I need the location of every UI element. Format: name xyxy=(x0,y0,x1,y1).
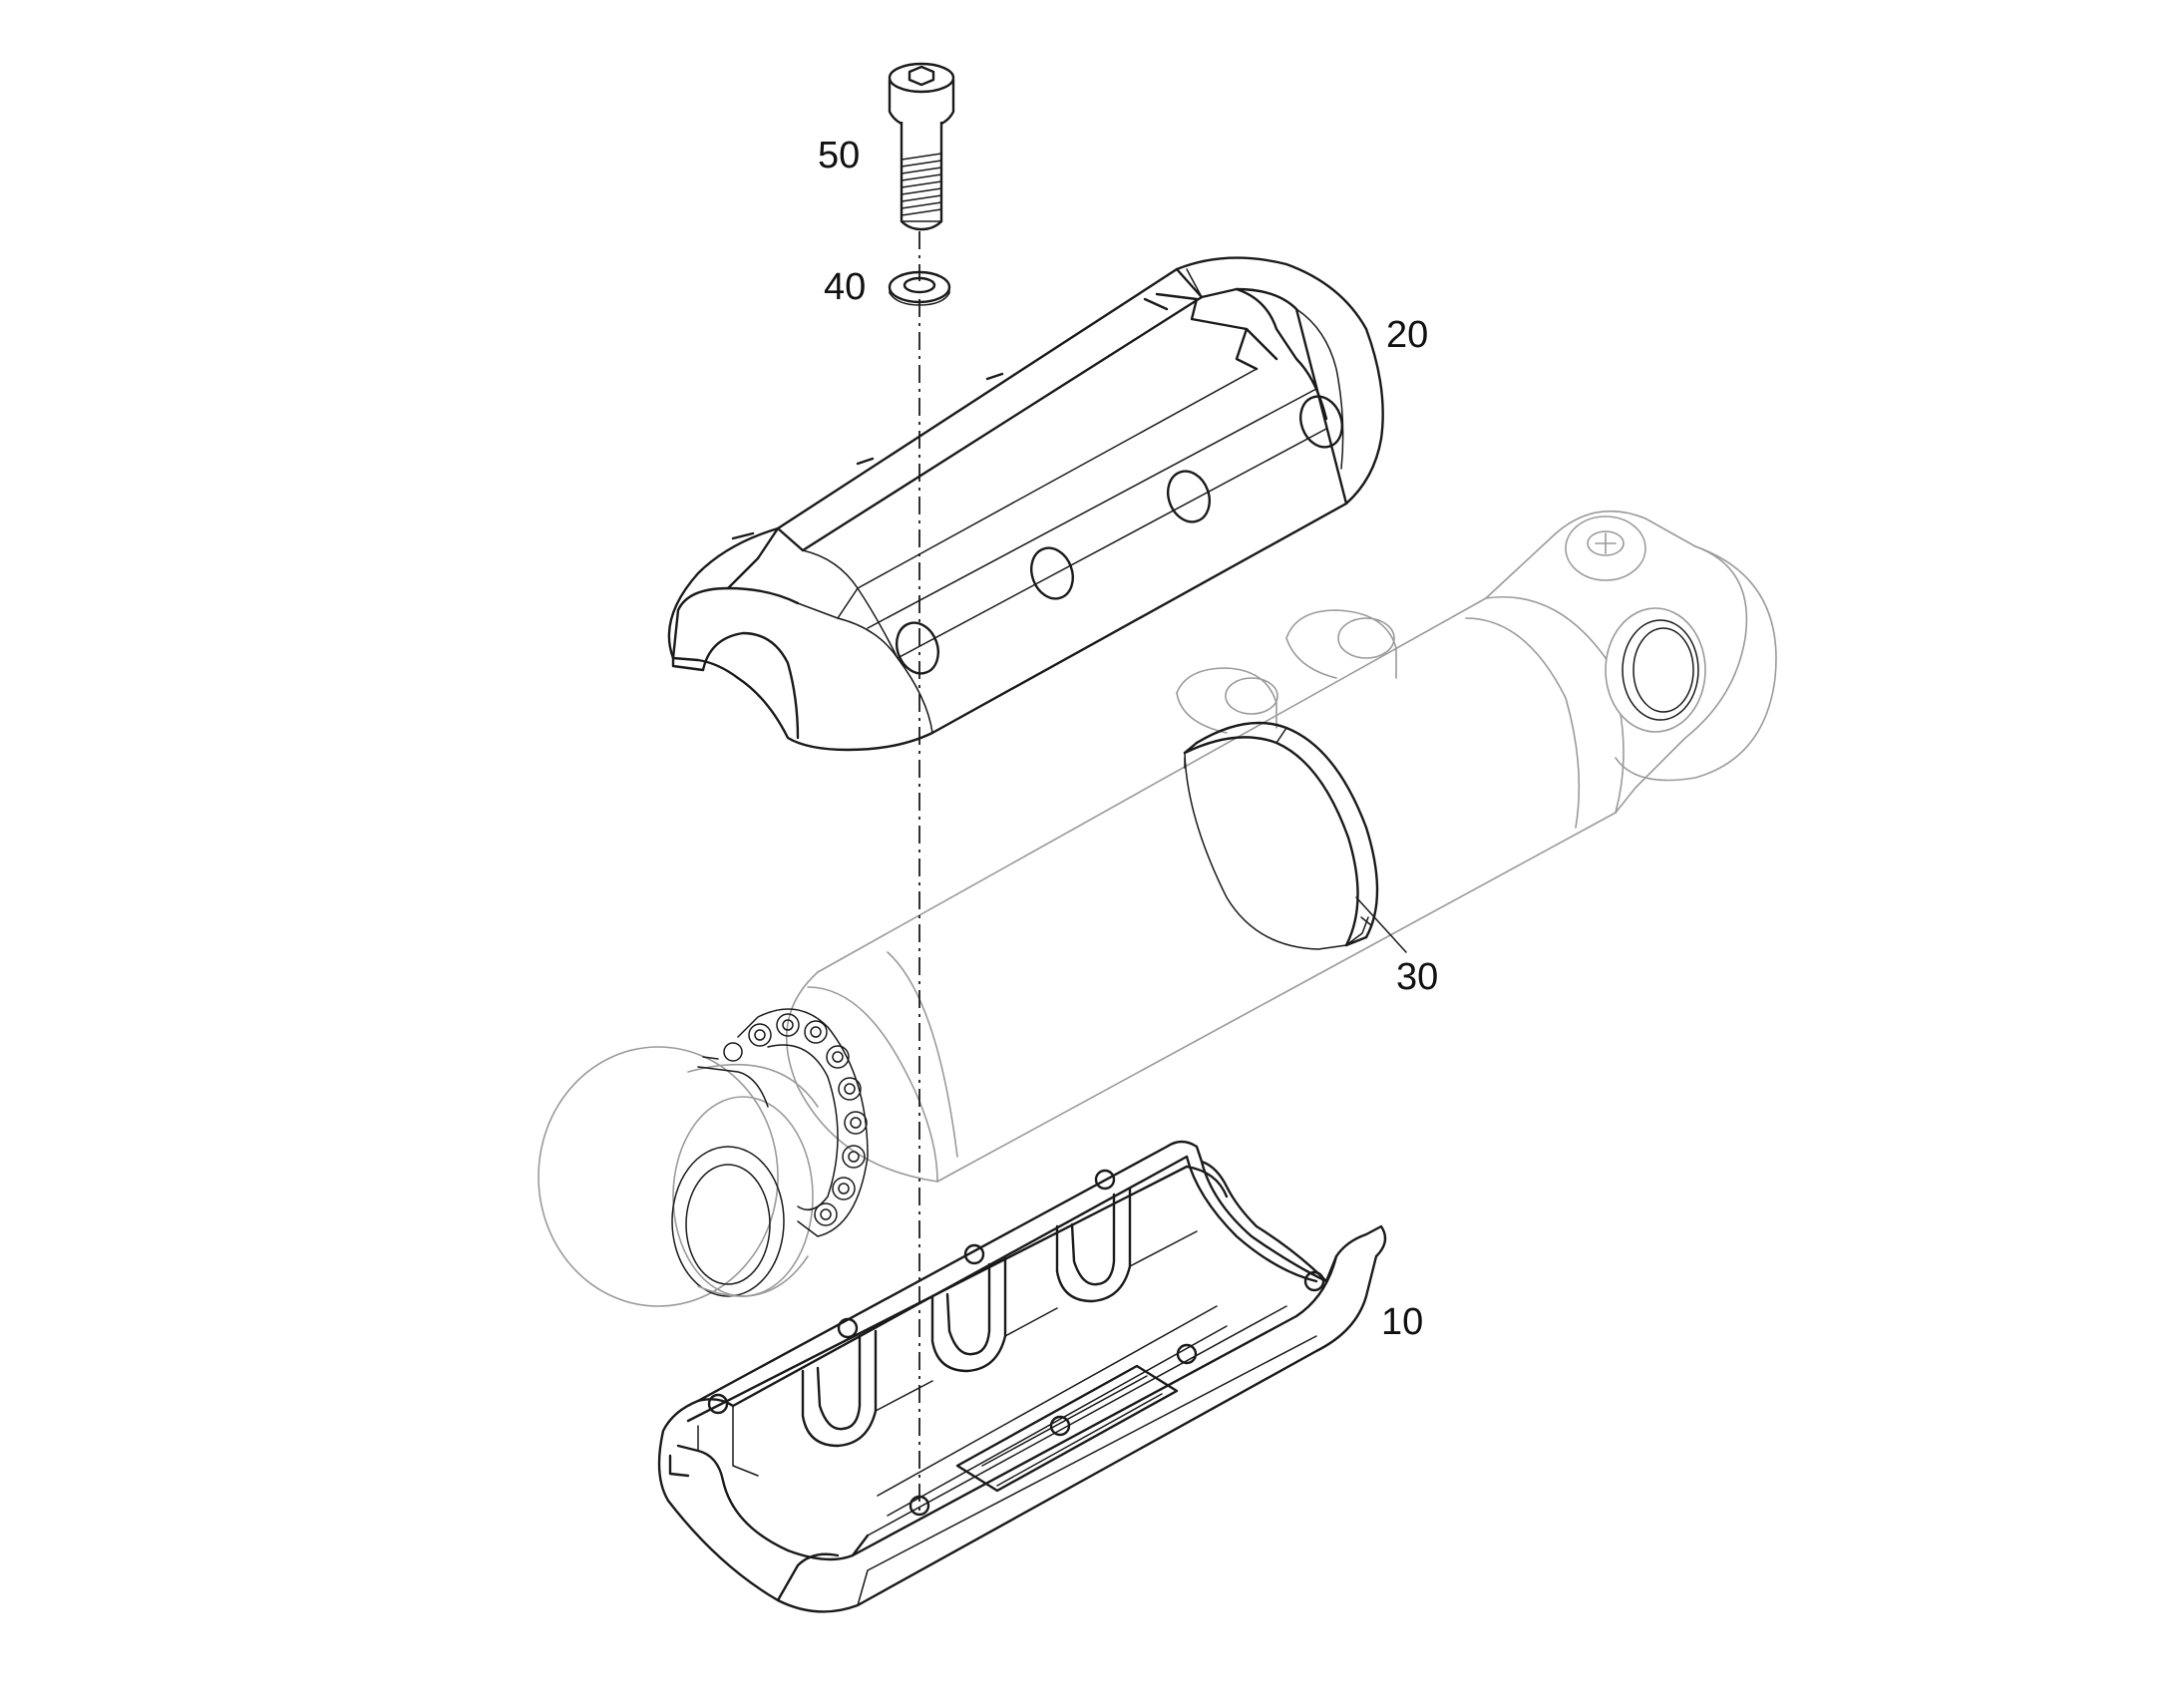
callout-50: 50 xyxy=(818,135,860,176)
leader-line-30 xyxy=(1355,896,1407,953)
callout-10: 10 xyxy=(1381,1301,1423,1343)
callout-30: 30 xyxy=(1396,956,1438,998)
hydraulic-cylinder xyxy=(538,510,1777,1307)
callout-40: 40 xyxy=(824,266,866,308)
lower-cover-shell-10 xyxy=(657,1140,1387,1613)
upper-cover-shell-20 xyxy=(667,256,1384,752)
callout-20: 20 xyxy=(1386,314,1428,356)
wear-ring-30 xyxy=(1183,721,1379,950)
flange-bolts xyxy=(723,1013,868,1226)
cap-screw-50 xyxy=(888,62,955,231)
callout-labels: 50 40 20 30 10 xyxy=(818,135,1438,1343)
